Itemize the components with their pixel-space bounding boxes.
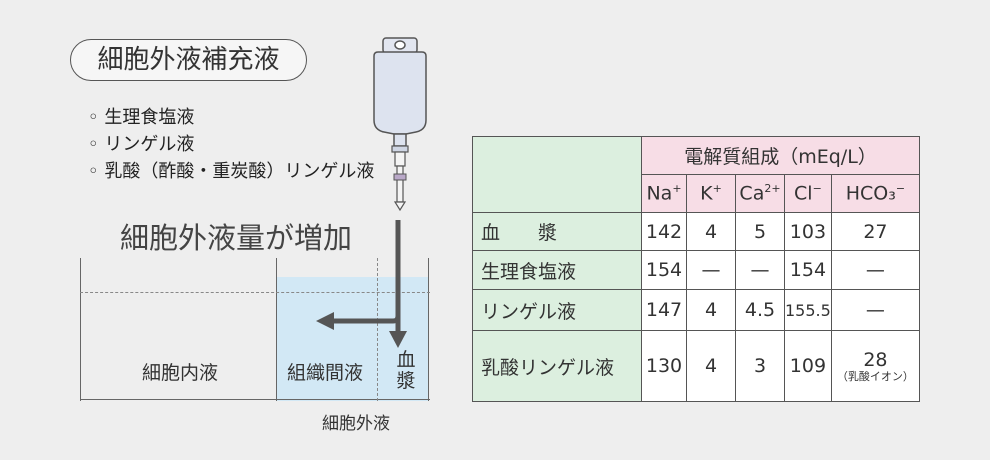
ion-header-cl: Cl− — [784, 174, 832, 213]
distribution-arrow-icon — [316, 220, 407, 348]
electrolyte-table: 電解質組成（mEq/L） Na+ K+ Ca2+ Cl− HCO₃− 血 漿 1… — [472, 136, 921, 402]
table-cell-hco3-lactate: 28 （乳酸イオン） — [830, 330, 921, 402]
table-cell-value: 28 — [863, 349, 888, 371]
cell-membrane-line — [276, 258, 277, 401]
table-cell: 154 — [641, 250, 687, 290]
table-group-header: 電解質組成（mEq/L） — [641, 136, 920, 175]
table-cell: — — [735, 250, 785, 290]
table-cell: 4 — [686, 212, 736, 251]
bullet-saline: 生理食塩液 — [88, 107, 194, 129]
left-wall — [80, 258, 81, 401]
table-cell: 4 — [686, 330, 736, 402]
table-cell: 4 — [686, 289, 736, 331]
lactate-ion-note: （乳酸イオン） — [836, 370, 914, 383]
table-row: 血 漿 142 4 5 103 27 — [472, 212, 921, 251]
table-cell: 154 — [784, 250, 832, 290]
table-cell: 142 — [641, 212, 687, 251]
table-cell: 155.5 — [784, 289, 832, 331]
vessel-dashed-line — [377, 258, 378, 401]
row-label-lactated-ringer: 乳酸リンゲル液 — [472, 330, 642, 402]
table-cell: — — [830, 289, 921, 331]
ecf-increase-label: 細胞外液量が増加 — [120, 221, 353, 255]
row-label-saline: 生理食塩液 — [472, 250, 642, 290]
table-cell: — — [686, 250, 736, 290]
level-dashed-line — [80, 292, 430, 293]
plasma-label: 血漿 — [396, 349, 416, 392]
table-cell: 27 — [830, 212, 921, 251]
table-corner — [472, 136, 642, 213]
table-row: リンゲル液 147 4 4.5 155.5 — — [472, 289, 921, 331]
table-row: 生理食塩液 154 — — 154 — — [472, 250, 921, 290]
bullet-lactated-ringer: 乳酸（酢酸・重炭酸）リンゲル液 — [88, 161, 374, 183]
row-label-plasma: 血 漿 — [472, 212, 642, 251]
table-cell: 147 — [641, 289, 687, 331]
ion-header-row: Na+ K+ Ca2+ Cl− HCO₃− — [473, 174, 921, 213]
right-wall — [428, 258, 429, 401]
isf-label: 組織間液 — [287, 362, 364, 384]
table-cell: 109 — [784, 330, 832, 402]
ion-header-k: K+ — [686, 174, 736, 213]
ion-header-hco3: HCO₃− — [830, 174, 921, 213]
row-label-ringer: リンゲル液 — [472, 289, 642, 331]
ecf-fill — [276, 277, 429, 401]
table-cell: 4.5 — [735, 289, 785, 331]
ion-header-ca: Ca2+ — [735, 174, 785, 213]
table-cell: 3 — [735, 330, 785, 402]
icf-label: 細胞内液 — [142, 362, 219, 384]
table-row: 乳酸リンゲル液 130 4 3 109 28 （乳酸イオン） — [472, 330, 921, 402]
ecf-label: 細胞外液 — [322, 414, 390, 434]
table-cell: — — [830, 250, 921, 290]
title-pill: 細胞外液補充液 — [70, 39, 307, 81]
table-cell: 103 — [784, 212, 832, 251]
ion-header-na: Na+ — [641, 174, 687, 213]
table-cell: 130 — [641, 330, 687, 402]
iv-bag-icon — [373, 37, 427, 212]
compartment-diagram: 細胞内液 組織間液 血漿 — [80, 258, 430, 401]
bullet-ringer: リンゲル液 — [88, 134, 194, 156]
bottom-line — [80, 399, 430, 400]
table-cell: 5 — [735, 212, 785, 251]
